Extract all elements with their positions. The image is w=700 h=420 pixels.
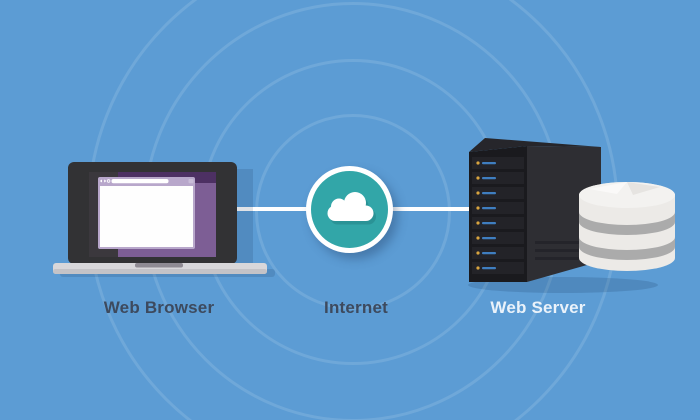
browser-refresh-icon (106, 179, 111, 183)
server-blade (472, 262, 524, 274)
node-label-web-browser: Web Browser (103, 298, 215, 317)
led-yellow (476, 251, 480, 255)
server-top-face (469, 138, 601, 152)
server-vent (535, 249, 591, 252)
led-blue (482, 237, 496, 240)
led-blue (482, 177, 496, 180)
database-top-facet (627, 182, 660, 195)
server-blade (472, 202, 524, 214)
server-blade (472, 157, 524, 169)
led-yellow (476, 221, 480, 225)
browser-menu-button (188, 179, 194, 184)
cloud-icon (327, 191, 376, 224)
led-yellow (476, 191, 480, 195)
server-blade (472, 247, 524, 259)
browser-url-bar (111, 179, 169, 184)
led-yellow (476, 206, 480, 210)
led-yellow (476, 161, 480, 165)
database-icon (579, 182, 675, 271)
node-label-web-server: Web Server (490, 298, 586, 317)
browser-forward-icon (104, 179, 107, 183)
database-band (579, 212, 675, 235)
server-blade (472, 232, 524, 244)
led-yellow (476, 176, 480, 180)
laptop-base-notch (135, 263, 183, 268)
browser-window (98, 177, 195, 249)
server-rack-database-icon (468, 138, 675, 293)
server-rack-icon (469, 138, 601, 282)
database-top-highlight (589, 182, 627, 194)
browser-content (100, 186, 193, 247)
led-blue (482, 192, 496, 195)
server-vent (535, 257, 591, 260)
led-blue (482, 222, 496, 225)
laptop-browser-icon (53, 162, 275, 277)
led-blue (482, 267, 496, 270)
led-blue (482, 252, 496, 255)
led-yellow (476, 236, 480, 240)
server-blade (472, 172, 524, 184)
database-top (579, 182, 675, 208)
node-label-internet: Internet (324, 298, 388, 317)
server-blade (472, 187, 524, 199)
server-blade (472, 217, 524, 229)
server-vent (535, 241, 591, 244)
led-blue (482, 207, 496, 210)
laptop-base (53, 263, 267, 274)
internet-node (306, 166, 393, 253)
led-blue (482, 162, 496, 165)
led-yellow (476, 266, 480, 270)
server-blades (472, 157, 524, 274)
browser-back-icon (99, 179, 102, 183)
cloud-shape (327, 191, 373, 221)
database-band (579, 237, 675, 260)
